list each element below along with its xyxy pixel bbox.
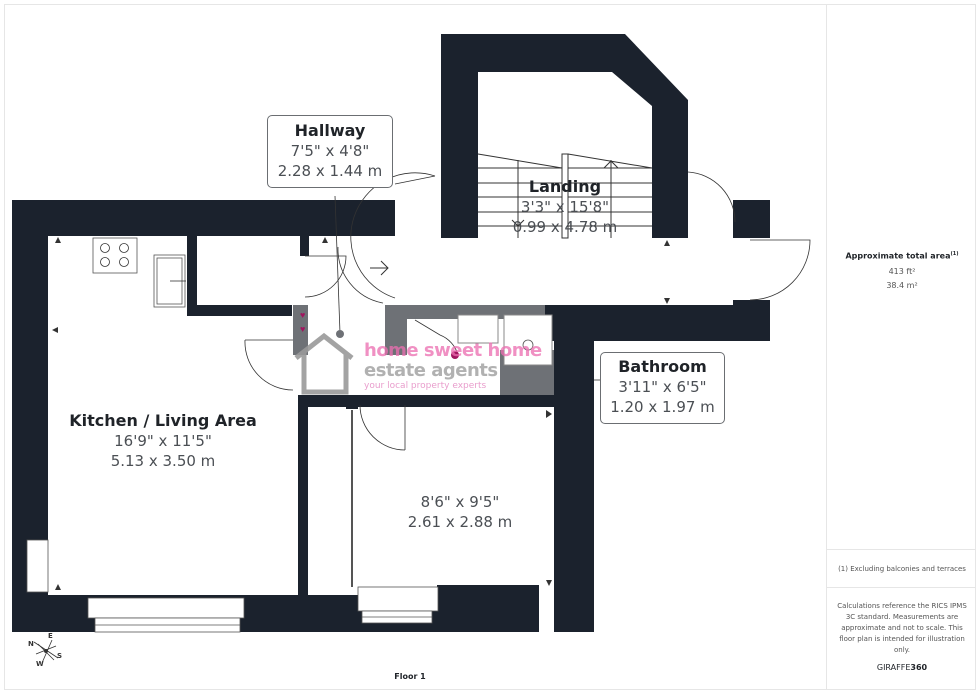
compass-n: N	[28, 640, 34, 648]
footnote-text: (1) Excluding balconies and terraces	[838, 565, 966, 573]
stair-tower-wall	[441, 34, 688, 238]
compass-e: E	[48, 632, 53, 640]
total-area-title-text: Approximate total area	[845, 251, 951, 261]
hob-icon	[92, 237, 138, 274]
room-label-bedroom: 8'6" x 9'5" 2.61 x 2.88 m	[385, 492, 535, 532]
watermark-line-1: home sweet home	[364, 340, 542, 361]
svg-text:♥: ♥	[300, 324, 305, 334]
room-name: Landing	[528, 177, 602, 196]
room-dim-metric: 2.28 x 1.44 m	[277, 162, 383, 180]
total-area-title: Approximate total area(1)	[827, 251, 977, 261]
room-label-bathroom: Bathroom 3'11" x 6'5" 1.20 x 1.97 m	[600, 352, 725, 424]
floor-plan-canvas	[4, 4, 826, 690]
room-dim-imperial: 3'3" x 15'8"	[520, 198, 610, 216]
room-label-kitchen: Kitchen / Living Area 16'9" x 11'5" 5.13…	[58, 411, 268, 471]
total-area-footnote-marker: (1)	[950, 251, 959, 257]
room-name: Bathroom	[618, 357, 707, 376]
brand-prefix: GIRAFFE	[876, 663, 911, 672]
door-swings	[244, 171, 811, 451]
watermark-line-3: your local property experts	[364, 381, 487, 391]
room-dim-metric: 5.13 x 3.50 m	[110, 452, 216, 470]
room-dim-metric: 1.20 x 1.97 m	[610, 398, 715, 416]
room-dim-metric: 2.61 x 2.88 m	[407, 513, 513, 531]
watermark-line-2: estate agents	[364, 360, 498, 381]
compass-w: W	[36, 660, 44, 668]
room-dim-imperial: 3'11" x 6'5"	[618, 378, 707, 396]
basin-icon	[457, 314, 499, 344]
panel-divider	[827, 587, 975, 588]
agency-watermark: home sweet home estate agents your local…	[290, 330, 550, 400]
room-dim-imperial: 7'5" x 4'8"	[290, 142, 370, 160]
brand-suffix: 360	[910, 663, 928, 672]
room-name: Kitchen / Living Area	[69, 411, 257, 430]
info-panel: Approximate total area(1) 413 ft² 38.4 m…	[826, 4, 976, 690]
compass-s: S	[57, 652, 63, 660]
area-sqft: 413 ft²	[888, 267, 916, 276]
brand-logo: GIRAFFE360	[827, 663, 977, 672]
room-label-hallway: Hallway 7'5" x 4'8" 2.28 x 1.44 m	[267, 115, 393, 188]
compass-rose-icon	[33, 639, 59, 664]
floor-label: Floor 1	[394, 672, 426, 681]
floor-plan-drawing: ♥ ♥	[12, 34, 811, 633]
room-label-landing: Landing 3'3" x 15'8" 0.99 x 4.78 m	[500, 177, 630, 237]
arrow-icon	[370, 260, 389, 276]
room-dim-imperial: 8'6" x 9'5"	[420, 493, 500, 511]
room-name: Hallway	[294, 121, 366, 140]
stair-treads	[477, 153, 653, 239]
svg-text:♥: ♥	[300, 310, 305, 320]
house-logo-icon	[294, 332, 354, 395]
area-sqm: 38.4 m²	[886, 281, 918, 290]
room-dim-metric: 0.99 x 4.78 m	[512, 218, 618, 236]
disclaimer-text: Calculations reference the RICS IPMS 3C …	[837, 602, 967, 654]
room-dim-imperial: 16'9" x 11'5"	[114, 432, 212, 450]
panel-divider	[827, 549, 975, 550]
